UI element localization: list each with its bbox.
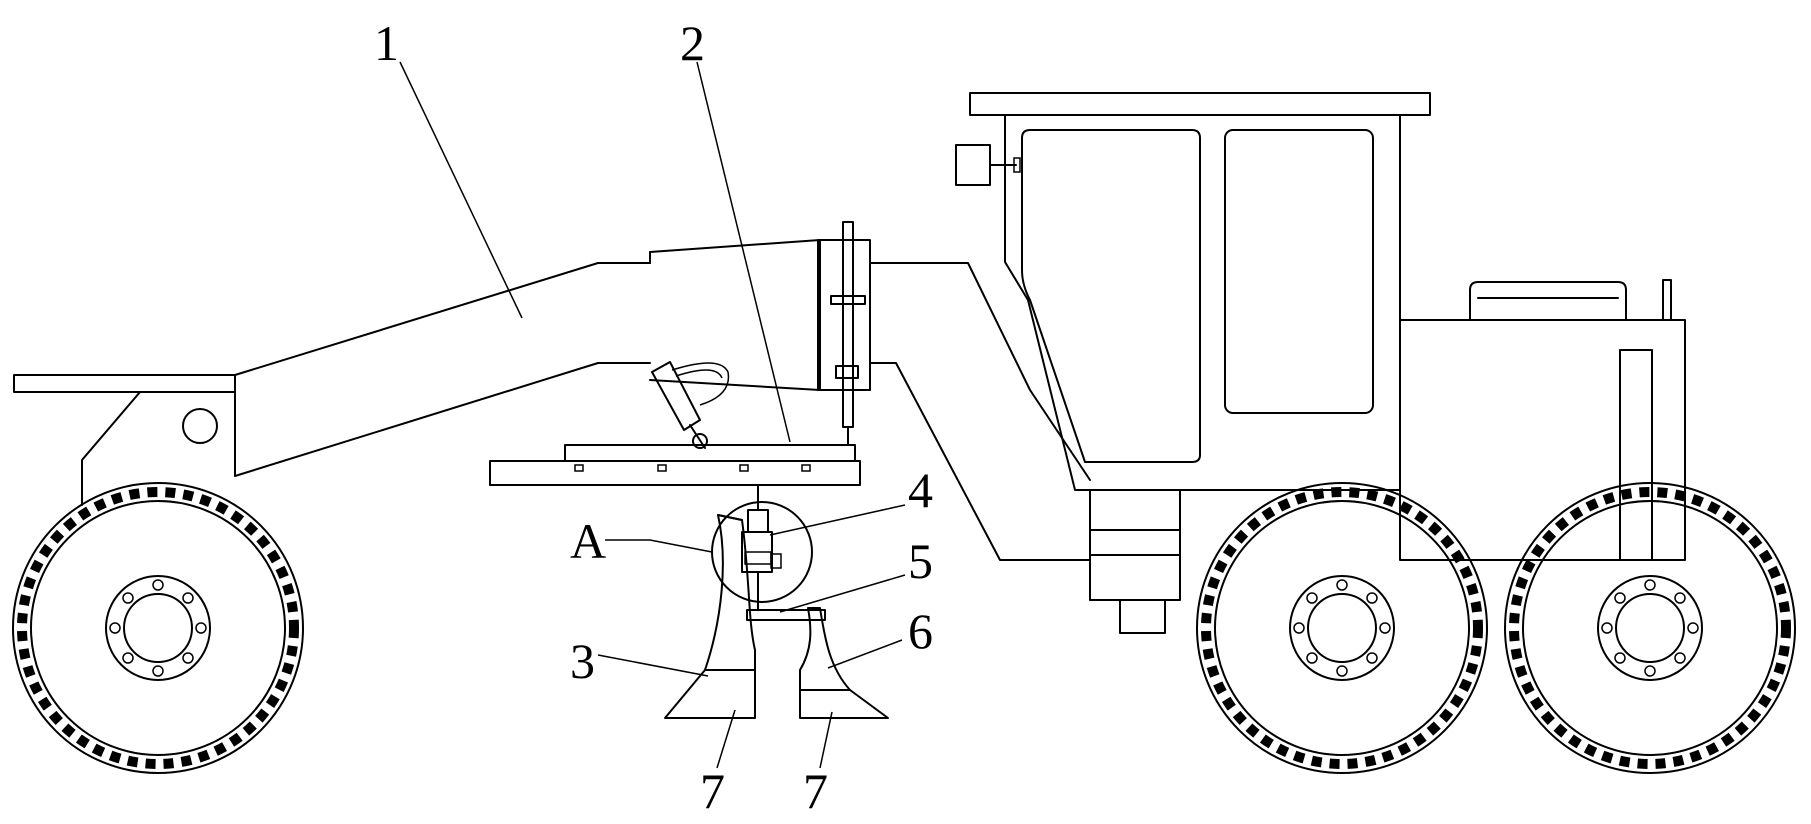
leader-3: [597, 654, 709, 677]
callout-2: 2: [680, 15, 705, 71]
callout-6: 6: [908, 603, 933, 659]
leader-lines: [399, 61, 906, 769]
engine-hood: [1399, 279, 1686, 561]
hood-handle: [1469, 281, 1627, 321]
left-tine: [704, 514, 756, 671]
connector-4: [747, 509, 769, 533]
hydraulic-cylinder: [651, 361, 730, 449]
callout-7b: 7: [803, 763, 828, 819]
cab-roof: [969, 92, 1431, 116]
callout-5: 5: [908, 533, 933, 589]
callout-3: 3: [570, 633, 595, 689]
leader-1: [399, 61, 523, 319]
cab-window-right: [1224, 129, 1374, 414]
crossbar: [746, 609, 826, 621]
main-frame: [13, 221, 1091, 561]
cab: [955, 92, 1431, 634]
rear-wheel: [1504, 482, 1796, 774]
leader-7a: [716, 709, 736, 769]
leader-6: [827, 639, 903, 669]
callout-labels: 1 2 3 4 5 6 7 7 A: [374, 15, 933, 819]
callout-A: A: [570, 513, 606, 569]
leader-2: [696, 61, 791, 443]
leader-5: [779, 574, 906, 613]
mast-rod: [842, 221, 854, 428]
upper-plate: [564, 444, 856, 462]
front-bumper-plate: [13, 374, 236, 393]
middle-wheel: [1196, 482, 1488, 774]
pivot-hole: [182, 408, 218, 444]
leader-7b: [819, 711, 833, 769]
callout-1: 1: [374, 15, 399, 71]
ripper-assembly: [664, 484, 889, 719]
cab-window-left: [1021, 129, 1201, 463]
callout-7a: 7: [700, 763, 725, 819]
leader-4: [769, 504, 906, 536]
leader-A: [605, 539, 713, 553]
lower-plate: [489, 460, 861, 486]
callout-4: 4: [908, 462, 933, 518]
front-wheel: [12, 482, 304, 774]
mirror: [955, 144, 991, 186]
blade-assembly: [489, 426, 861, 486]
